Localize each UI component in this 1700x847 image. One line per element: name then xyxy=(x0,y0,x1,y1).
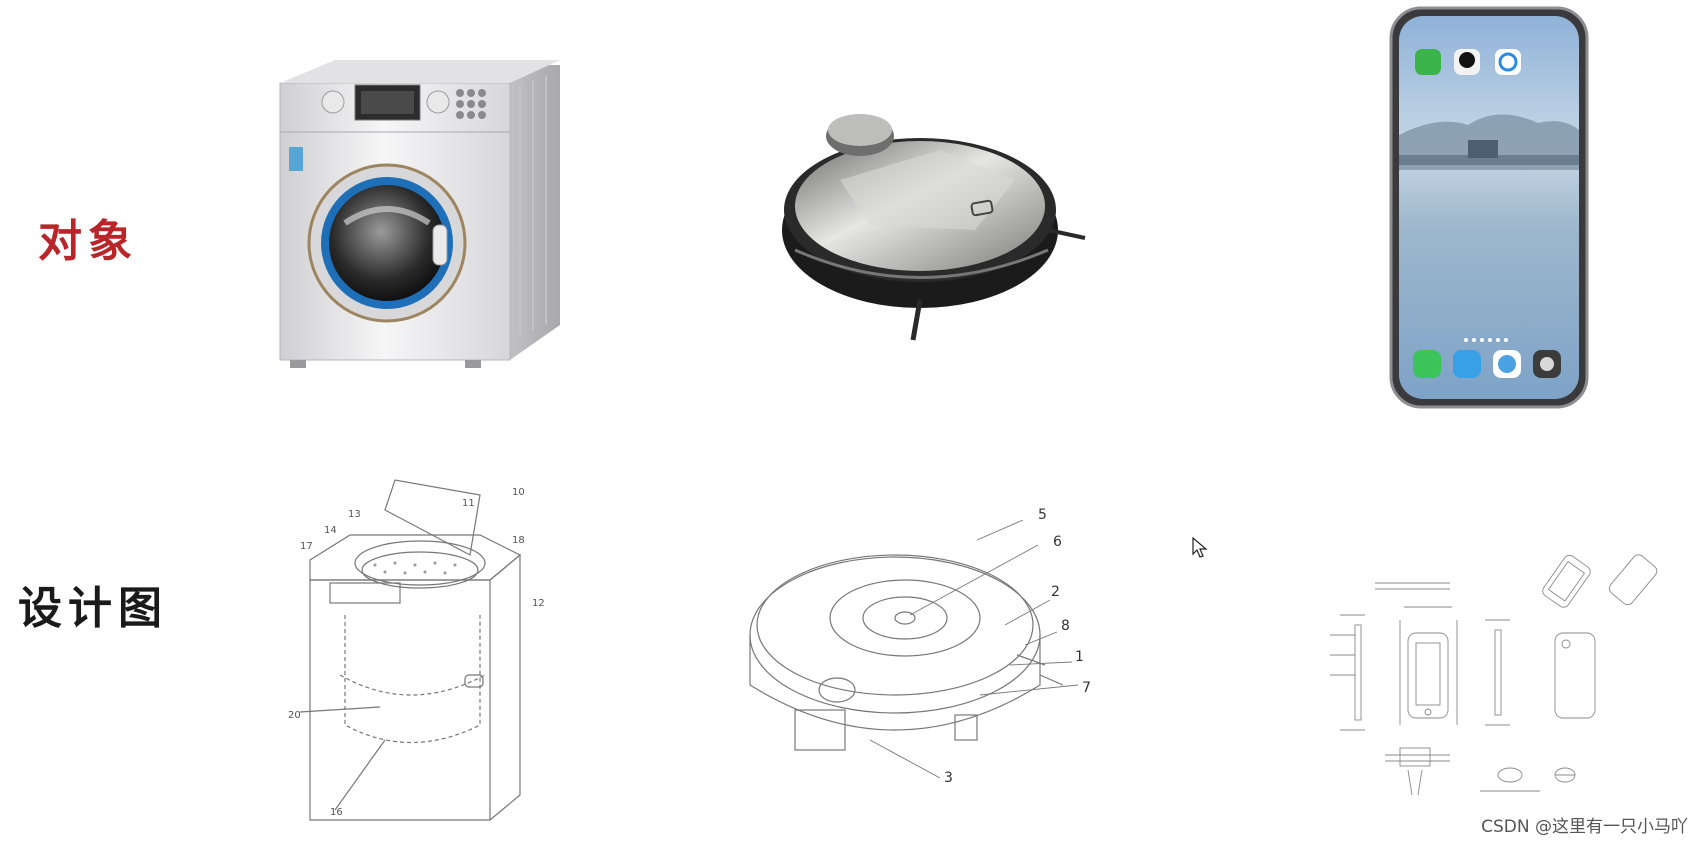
washer-callout: 18 xyxy=(512,535,525,546)
robot-callout: 7 xyxy=(1082,680,1091,696)
washer-callout: 17 xyxy=(300,541,313,552)
robot-callout: 8 xyxy=(1061,618,1070,634)
washer-callout: 12 xyxy=(532,598,545,609)
robot-vacuum-photo xyxy=(782,114,1086,341)
designs-row-label: 设计图 xyxy=(18,583,168,634)
robot-callout: 1 xyxy=(1075,649,1084,665)
robot-vacuum-line-drawing: 5 6 2 8 1 7 3 xyxy=(749,507,1091,786)
washer-line-drawing: 10 11 13 14 17 18 12 20 16 xyxy=(288,479,545,821)
watermark: CSDN @这里有一只小马吖 xyxy=(1481,817,1688,837)
washer-callout: 16 xyxy=(330,807,343,818)
smartphone-photo xyxy=(1389,6,1589,409)
washer-callout: 20 xyxy=(288,710,301,721)
robot-callout: 2 xyxy=(1051,584,1060,600)
washer-callout: 14 xyxy=(324,525,337,536)
washer-callout: 11 xyxy=(462,498,475,509)
phone-blueprint-drawing xyxy=(1330,554,1658,796)
robot-callout: 3 xyxy=(944,770,953,786)
robot-callout: 5 xyxy=(1038,507,1047,523)
washer-callout: 13 xyxy=(348,509,361,520)
washing-machine-photo xyxy=(279,60,560,368)
washer-callout: 10 xyxy=(512,487,525,498)
objects-row-label: 对象 xyxy=(38,216,138,267)
robot-callout: 6 xyxy=(1053,534,1062,550)
mouse-cursor-icon xyxy=(1192,536,1208,558)
